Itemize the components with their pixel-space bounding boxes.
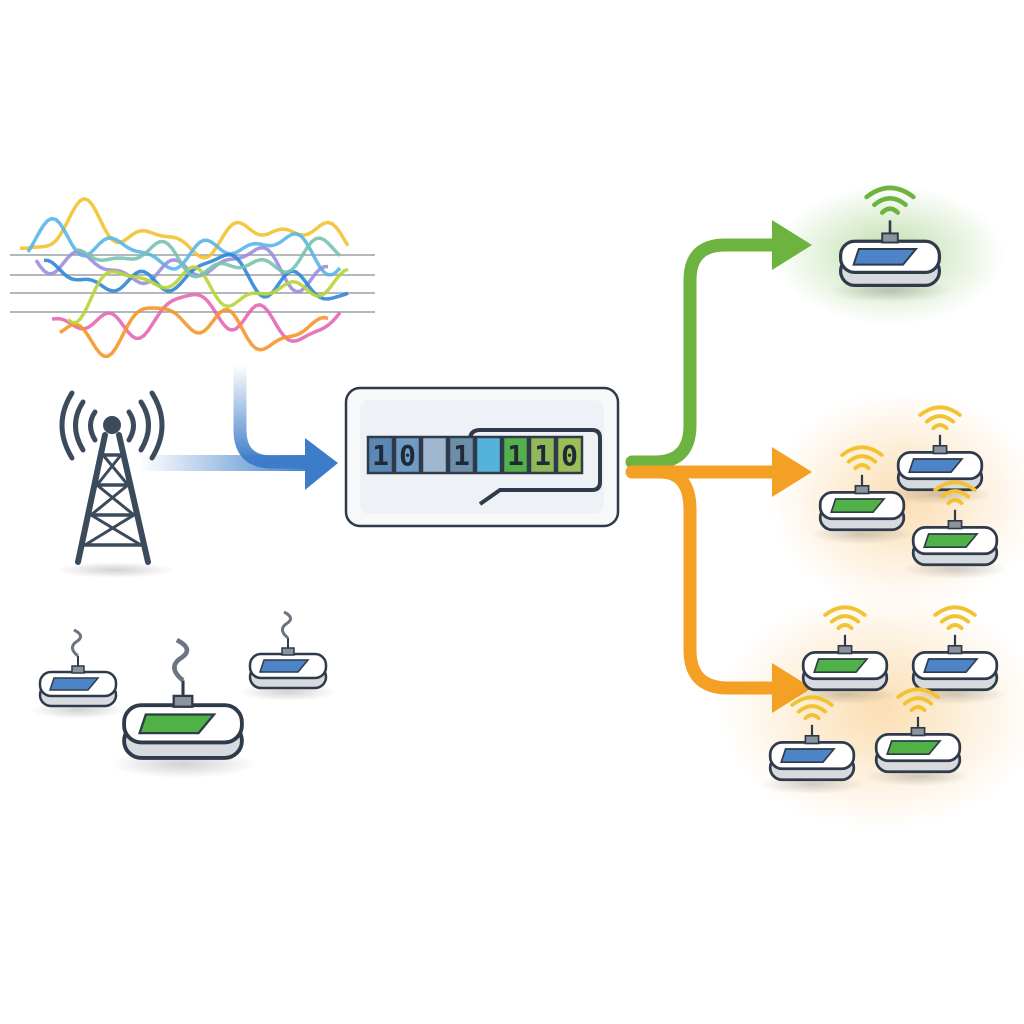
wifi-signal-icon <box>823 605 867 631</box>
bit-digit: 1 <box>507 439 524 472</box>
waveform-line <box>19 197 350 260</box>
mixed-signal-waveforms <box>10 197 375 359</box>
squiggle-icon <box>71 628 82 658</box>
wifi-signal-icon <box>933 605 977 631</box>
iot-device-icon <box>240 610 336 701</box>
squiggle-icon <box>172 638 190 683</box>
bit-digit: 1 <box>453 439 470 472</box>
output-routes <box>625 238 787 695</box>
iot-device-icon <box>902 480 1008 580</box>
waveform-lines <box>19 197 350 359</box>
iot-device-icon <box>865 687 971 787</box>
bit-cell <box>474 435 503 475</box>
bit-digit: 1 <box>372 439 389 472</box>
iot-device-icon <box>759 695 865 795</box>
bit-cell <box>420 435 449 475</box>
waveform-line <box>51 292 342 343</box>
encoder-bracket <box>468 428 602 506</box>
bit-cell: 1 <box>528 435 557 475</box>
bit-cell: 1 <box>447 435 476 475</box>
bit-digit: 0 <box>399 439 416 472</box>
bit-cell: 1 <box>366 435 395 475</box>
squiggle-icon <box>281 610 292 640</box>
signal-down-path <box>233 365 305 469</box>
iot-device-icon <box>902 605 1008 705</box>
bit-digit: 1 <box>534 439 551 472</box>
wifi-signal-icon <box>840 445 884 471</box>
iot-device-icon <box>827 185 953 303</box>
waveform-line <box>75 236 342 279</box>
bit-cell: 0 <box>555 435 584 475</box>
input-arrow-head <box>305 438 338 490</box>
cell-tower-icon <box>55 390 175 578</box>
input-arrow-shaft <box>140 455 315 471</box>
wifi-signal-icon <box>864 185 916 215</box>
route-single-device <box>625 238 787 469</box>
iot-device-icon <box>809 445 915 545</box>
wifi-signal-icon <box>918 405 962 431</box>
wifi-signal-icon <box>933 480 977 506</box>
group-b-glow <box>720 590 1024 830</box>
wifi-signal-icon <box>896 687 940 713</box>
wifi-signal-icon <box>790 695 834 721</box>
bit-cell: 0 <box>393 435 422 475</box>
iot-device-icon <box>30 628 126 719</box>
bit-digit: 0 <box>561 439 578 472</box>
route-group-b <box>653 465 787 695</box>
bit-cell: 1 <box>501 435 530 475</box>
iot-devices <box>30 185 1008 795</box>
iot-device-icon <box>108 638 258 779</box>
waveform-line <box>58 306 329 359</box>
waveform-line <box>66 265 349 325</box>
waveform-line <box>26 216 342 277</box>
